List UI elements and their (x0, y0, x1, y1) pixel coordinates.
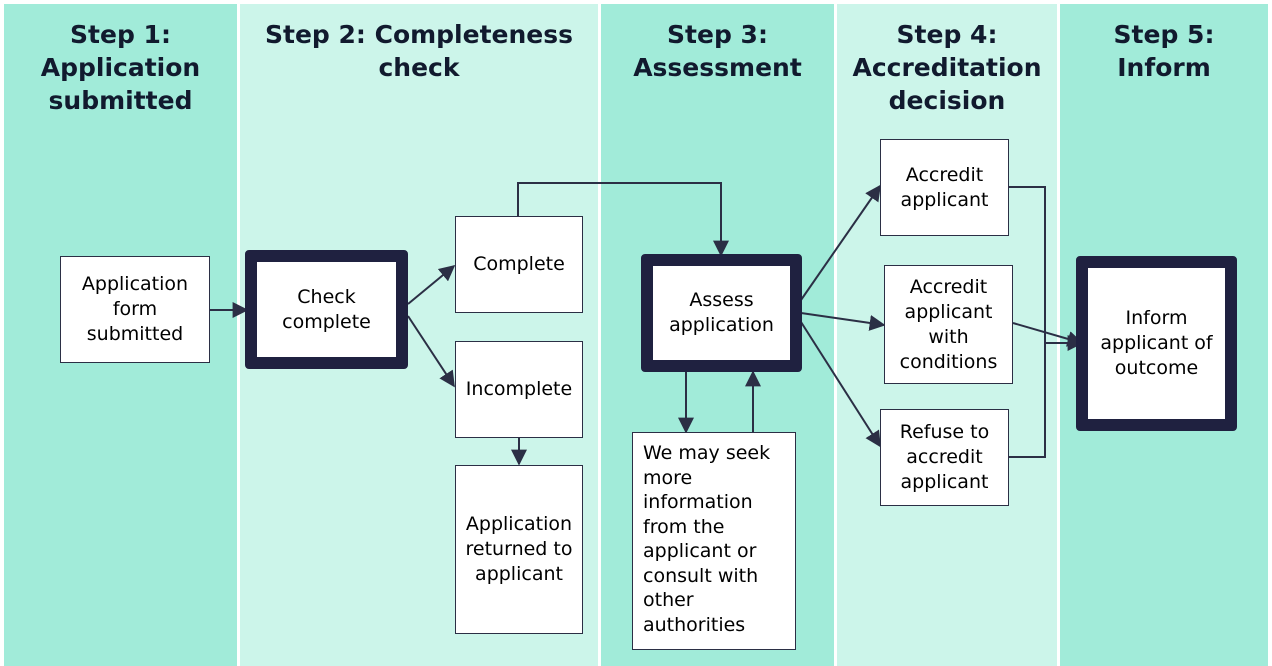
incomplete-box: Incomplete (455, 341, 583, 438)
box-label: Refuse to accredit applicant (899, 421, 990, 493)
box-label: Accredit applicant (900, 163, 989, 211)
box-label: Complete (473, 253, 565, 275)
arrow-conditions-to-inform (1012, 322, 1084, 347)
check-complete-box: Check complete (245, 250, 408, 369)
column-title: Step 5: Inform (1113, 20, 1215, 82)
column-title: Step 4: Accreditation decision (852, 20, 1042, 115)
application-form-box: Application form submitted (60, 256, 210, 363)
complete-box: Complete (455, 216, 583, 313)
column-title: Step 1: Application submitted (40, 20, 201, 115)
box-label: Accredit applicant with conditions (899, 275, 998, 373)
box-label: Check complete (282, 285, 371, 333)
arrow-check-to-complete (407, 264, 456, 305)
box-label: Incomplete (465, 378, 573, 400)
arrow-accredit-to-merge (1008, 186, 1046, 343)
box-label: Assess application (669, 289, 774, 336)
arrow-check-to-incomplete (407, 315, 455, 388)
box-label: We may seek more information from the ap… (643, 442, 771, 636)
box-label: Application returned to applicant (465, 513, 573, 585)
column-title: Step 3: Assessment (633, 20, 802, 82)
application-returned-box: Application returned to applicant (455, 465, 583, 634)
box-label: Inform applicant of outcome (1100, 307, 1213, 379)
accredit-with-conditions-box: Accredit applicant with conditions (884, 265, 1013, 384)
arrow-refuse-to-merge (1008, 343, 1046, 458)
accredit-applicant-box: Accredit applicant (880, 139, 1009, 236)
arrow-complete-to-assess (517, 182, 729, 257)
inform-applicant-box: Inform applicant of outcome (1076, 256, 1237, 431)
arrow-assess-to-accredit (800, 184, 881, 301)
seek-information-box: We may seek more information from the ap… (632, 432, 796, 650)
assess-application-box: Assess application (641, 254, 802, 372)
refuse-to-accredit-box: Refuse to accredit applicant (880, 409, 1009, 506)
column-title: Step 2: Completeness check (264, 20, 574, 82)
box-label: Application form submitted (81, 273, 189, 345)
arrow-assess-to-conditions (800, 312, 886, 331)
arrow-assess-to-refuse (800, 321, 881, 448)
